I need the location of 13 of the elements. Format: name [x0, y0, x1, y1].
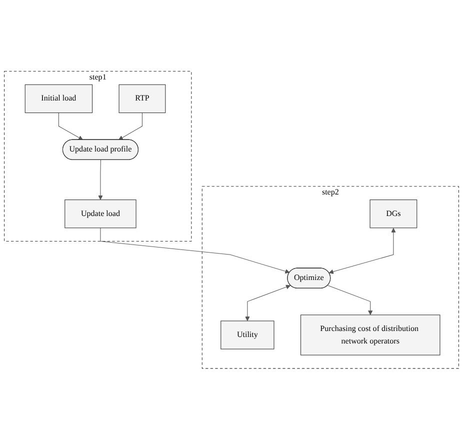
- arrow: [328, 228, 396, 274]
- arrow: [118, 112, 142, 140]
- arrow: [98, 159, 103, 200]
- arrow: [245, 284, 291, 321]
- arrow: [58, 112, 84, 140]
- arrow: [100, 227, 290, 274]
- node-box: RTP: [118, 84, 166, 113]
- node-box: Update load: [64, 199, 136, 228]
- arrow: [327, 284, 373, 315]
- node-box: Utility: [220, 320, 274, 349]
- node-box: Initial load: [24, 84, 93, 113]
- node-box: DGs: [370, 199, 418, 228]
- node-box: Purchasing cost of distribution network operators: [300, 314, 440, 355]
